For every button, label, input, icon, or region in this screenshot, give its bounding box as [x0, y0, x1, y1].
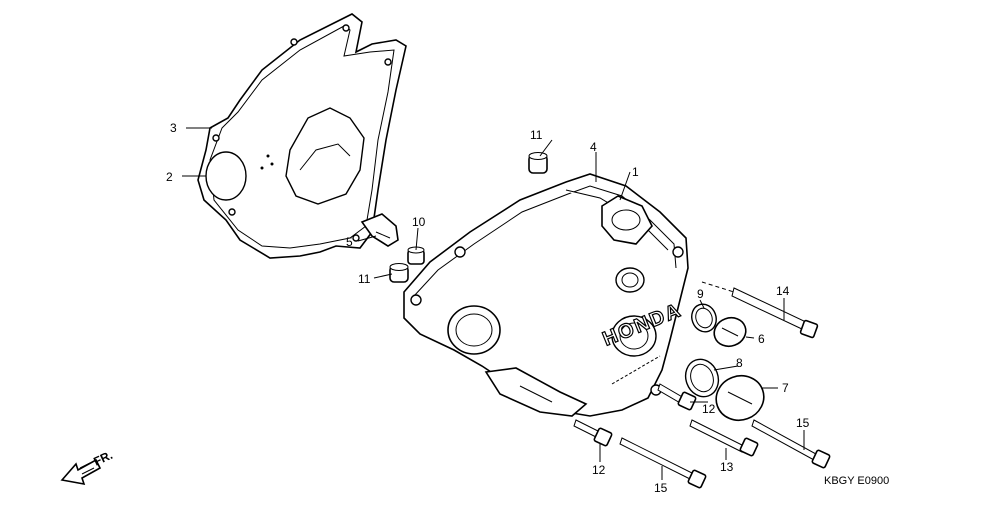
callout-14: 14 [776, 284, 790, 298]
front-direction-arrow-icon [60, 458, 102, 486]
callout-15-right: 15 [796, 416, 810, 430]
bolt-part-14 [701, 281, 819, 339]
callout-6: 6 [758, 332, 765, 346]
callout-4: 4 [590, 140, 597, 154]
dowel-pin-part-11-lower [389, 263, 409, 283]
cap-part-6 [713, 316, 747, 348]
o-ring-part-8 [684, 358, 720, 398]
cap-part-7 [715, 374, 765, 422]
callout-11-upper: 11 [530, 128, 543, 142]
gasket-part-2 [197, 13, 407, 259]
callout-5: 5 [346, 235, 353, 249]
callout-3: 3 [170, 121, 177, 135]
callout-8: 8 [736, 356, 743, 370]
o-ring-part-9 [691, 303, 717, 333]
crankcase-cover-part-1 [403, 173, 689, 417]
callout-15-bottom: 15 [654, 481, 668, 495]
callout-13: 13 [720, 460, 734, 474]
dowel-pin-part-11-upper [528, 152, 548, 174]
direction-label: FR. [91, 448, 114, 469]
callout-7: 7 [782, 381, 789, 395]
bolt-part-15-right [751, 419, 831, 469]
callout-11-lower: 11 [358, 272, 371, 286]
bolt-part-12-middle [657, 383, 697, 411]
leader-lines [182, 127, 805, 480]
bolt-part-15-bottom [619, 437, 707, 489]
callout-9: 9 [697, 287, 704, 301]
callout-1: 1 [632, 165, 639, 179]
callout-12-middle: 12 [702, 402, 716, 416]
callout-12-bottom: 12 [592, 463, 606, 477]
callout-10: 10 [412, 215, 426, 229]
drawing-code: KBGY E0900 [824, 475, 889, 487]
bolt-part-13 [689, 419, 759, 457]
clip-part-5 [360, 213, 399, 247]
callout-2: 2 [166, 170, 173, 184]
bolt-part-12-bottom [573, 419, 613, 447]
